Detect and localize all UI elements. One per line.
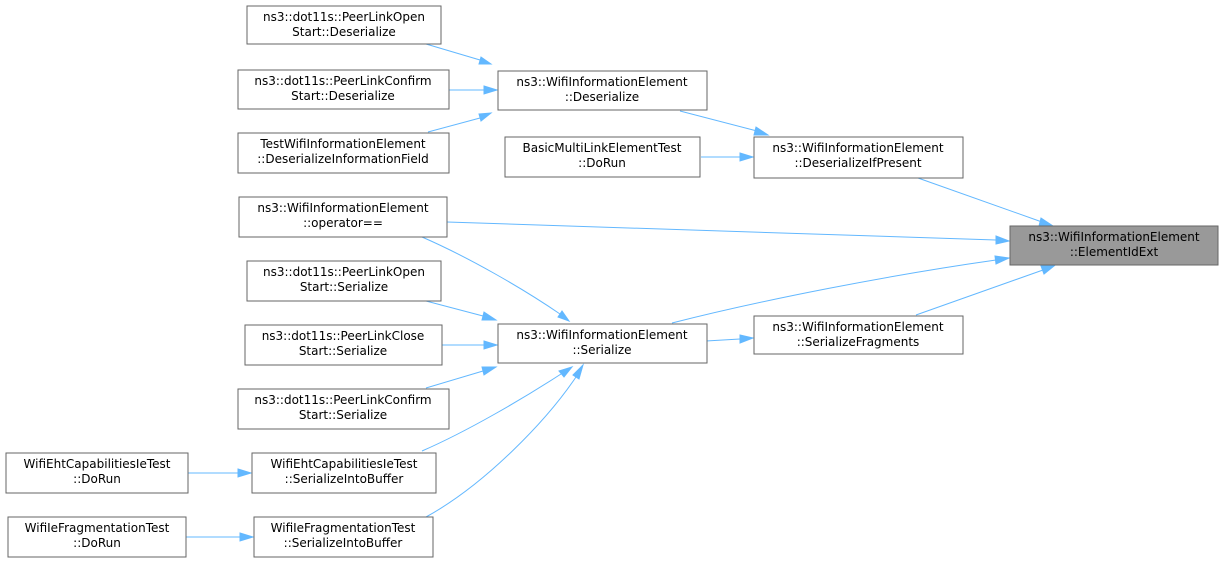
node-eht-dorun[interactable]: WifiEhtCapabilitiesIeTest ::DoRun — [5, 452, 189, 494]
node-label-line2: Start::Serialize — [299, 408, 387, 422]
node-testdeserializeinformationfield[interactable]: TestWifiInformationElement ::Deserialize… — [237, 132, 450, 174]
node-peerlinkconfirm-deserialize[interactable]: ns3::dot11s::PeerLinkConfirm Start::Dese… — [237, 69, 450, 110]
node-label-line1: ns3::WifiInformationElement — [516, 328, 688, 342]
edge-serializefragments-to-elementidext — [915, 265, 1056, 316]
node-label-line1: WifiEhtCapabilitiesIeTest — [271, 457, 418, 471]
node-label-line2: Start::Serialize — [299, 344, 387, 358]
edge-operatoreq-to-serialize — [421, 236, 571, 323]
node-serialize[interactable]: ns3::WifiInformationElement ::Serialize — [497, 323, 708, 364]
edge-peerlinkclose-serialize-to-serialize — [442, 340, 499, 350]
edge-serialize-to-elementidext — [671, 255, 1011, 324]
node-deserializeifpresent[interactable]: ns3::WifiInformationElement ::Deserializ… — [753, 136, 964, 179]
node-label-line2: ::DoRun — [578, 156, 626, 170]
node-label-line1: ns3::dot11s::PeerLinkOpen — [263, 10, 425, 24]
node-elementidext[interactable]: ns3::WifiInformationElement ::ElementIdE… — [1009, 225, 1219, 266]
node-label-line2: ::Serialize — [572, 343, 631, 357]
node-label-line1: ns3::dot11s::PeerLinkClose — [262, 329, 425, 343]
node-label-line1: ns3::WifiInformationElement — [772, 141, 944, 155]
edge-peerlinkconfirm-deserialize-to-deserialize — [449, 85, 499, 95]
node-peerlinkconfirm-serialize[interactable]: ns3::dot11s::PeerLinkConfirm Start::Seri… — [237, 388, 450, 430]
node-label-line2: ::SerializeIntoBuffer — [284, 536, 403, 550]
edge-deserializeifpresent-to-elementidext — [917, 177, 1055, 227]
edge-serialize-to-serializefragments — [705, 334, 755, 344]
node-label-line1: ns3::dot11s::PeerLinkConfirm — [254, 393, 431, 407]
node-basicmultilinkelementtest-dorun[interactable]: BasicMultiLinkElementTest ::DoRun — [504, 136, 701, 178]
nodes: ns3::WifiInformationElement ::ElementIdE… — [5, 5, 1219, 558]
node-eht-serializeintobuffer[interactable]: WifiEhtCapabilitiesIeTest ::SerializeInt… — [251, 452, 437, 494]
node-label-line1: ns3::dot11s::PeerLinkOpen — [263, 265, 425, 279]
node-label-line1: BasicMultiLinkElementTest — [523, 141, 682, 155]
node-label-line1: ns3::WifiInformationElement — [1028, 230, 1200, 244]
edge-basicmultilink-to-deserializeifpresent — [701, 152, 755, 162]
edge-operatoreq-to-elementidext — [446, 221, 1011, 245]
node-label-line1: WifiEhtCapabilitiesIeTest — [24, 457, 171, 471]
edge-deserialize-to-deserializeifpresent — [679, 110, 770, 136]
node-label-line2: ::operator== — [303, 216, 383, 230]
edge-peerlinkconfirm-serialize-to-serialize — [425, 366, 498, 389]
node-label-line2: Start::Deserialize — [292, 25, 396, 39]
node-label-line2: ::DoRun — [73, 536, 121, 550]
node-label-line2: ::ElementIdExt — [1070, 245, 1159, 259]
node-operatoreq[interactable]: ns3::WifiInformationElement ::operator== — [238, 196, 448, 238]
node-label-line1: TestWifiInformationElement — [259, 137, 426, 151]
node-serializefragments[interactable]: ns3::WifiInformationElement ::SerializeF… — [753, 315, 964, 355]
edge-peerlinkopen-serialize-to-serialize — [425, 300, 498, 321]
edge-frag-serializeintobuffer-to-serialize — [425, 363, 585, 518]
node-label-line1: ns3::WifiInformationElement — [516, 75, 688, 89]
node-label-line1: ns3::WifiInformationElement — [772, 320, 944, 334]
node-label-line2: ::DeserializeIfPresent — [794, 156, 921, 170]
edge-frag-dorun-to-serializeintobuffer — [186, 532, 255, 542]
node-label-line1: ns3::dot11s::PeerLinkConfirm — [254, 74, 431, 88]
node-label-line1: ns3::WifiInformationElement — [257, 201, 429, 215]
node-deserialize[interactable]: ns3::WifiInformationElement ::Deserializ… — [497, 70, 708, 111]
node-peerlinkopen-serialize[interactable]: ns3::dot11s::PeerLinkOpen Start::Seriali… — [246, 260, 442, 302]
node-label-line2: ::DeserializeInformationField — [257, 152, 428, 166]
node-label-line2: ::DoRun — [73, 472, 121, 486]
node-label-line2: ::SerializeFragments — [797, 335, 920, 349]
node-label-line2: Start::Serialize — [300, 280, 388, 294]
node-label-line2: ::SerializeIntoBuffer — [285, 472, 404, 486]
edges — [186, 43, 1056, 542]
node-label-line2: ::Deserialize — [565, 90, 639, 104]
node-frag-dorun[interactable]: WifiIeFragmentationTest ::DoRun — [7, 516, 187, 558]
node-label-line1: WifiIeFragmentationTest — [271, 521, 416, 535]
node-peerlinkopen-deserialize[interactable]: ns3::dot11s::PeerLinkOpen Start::Deseria… — [246, 5, 442, 45]
edge-eht-dorun-to-serializeintobuffer — [188, 468, 253, 478]
node-label-line1: WifiIeFragmentationTest — [25, 521, 170, 535]
node-peerlinkclose-serialize[interactable]: ns3::dot11s::PeerLinkClose Start::Serial… — [244, 324, 443, 366]
node-label-line2: Start::Deserialize — [291, 89, 395, 103]
edge-testdeserializeinfofield-to-deserialize — [427, 112, 493, 133]
edge-peerlinkopen-deserialize-to-deserialize — [425, 43, 493, 65]
edge-eht-serializeintobuffer-to-serialize — [421, 366, 574, 452]
node-frag-serializeintobuffer[interactable]: WifiIeFragmentationTest ::SerializeIntoB… — [253, 516, 434, 558]
